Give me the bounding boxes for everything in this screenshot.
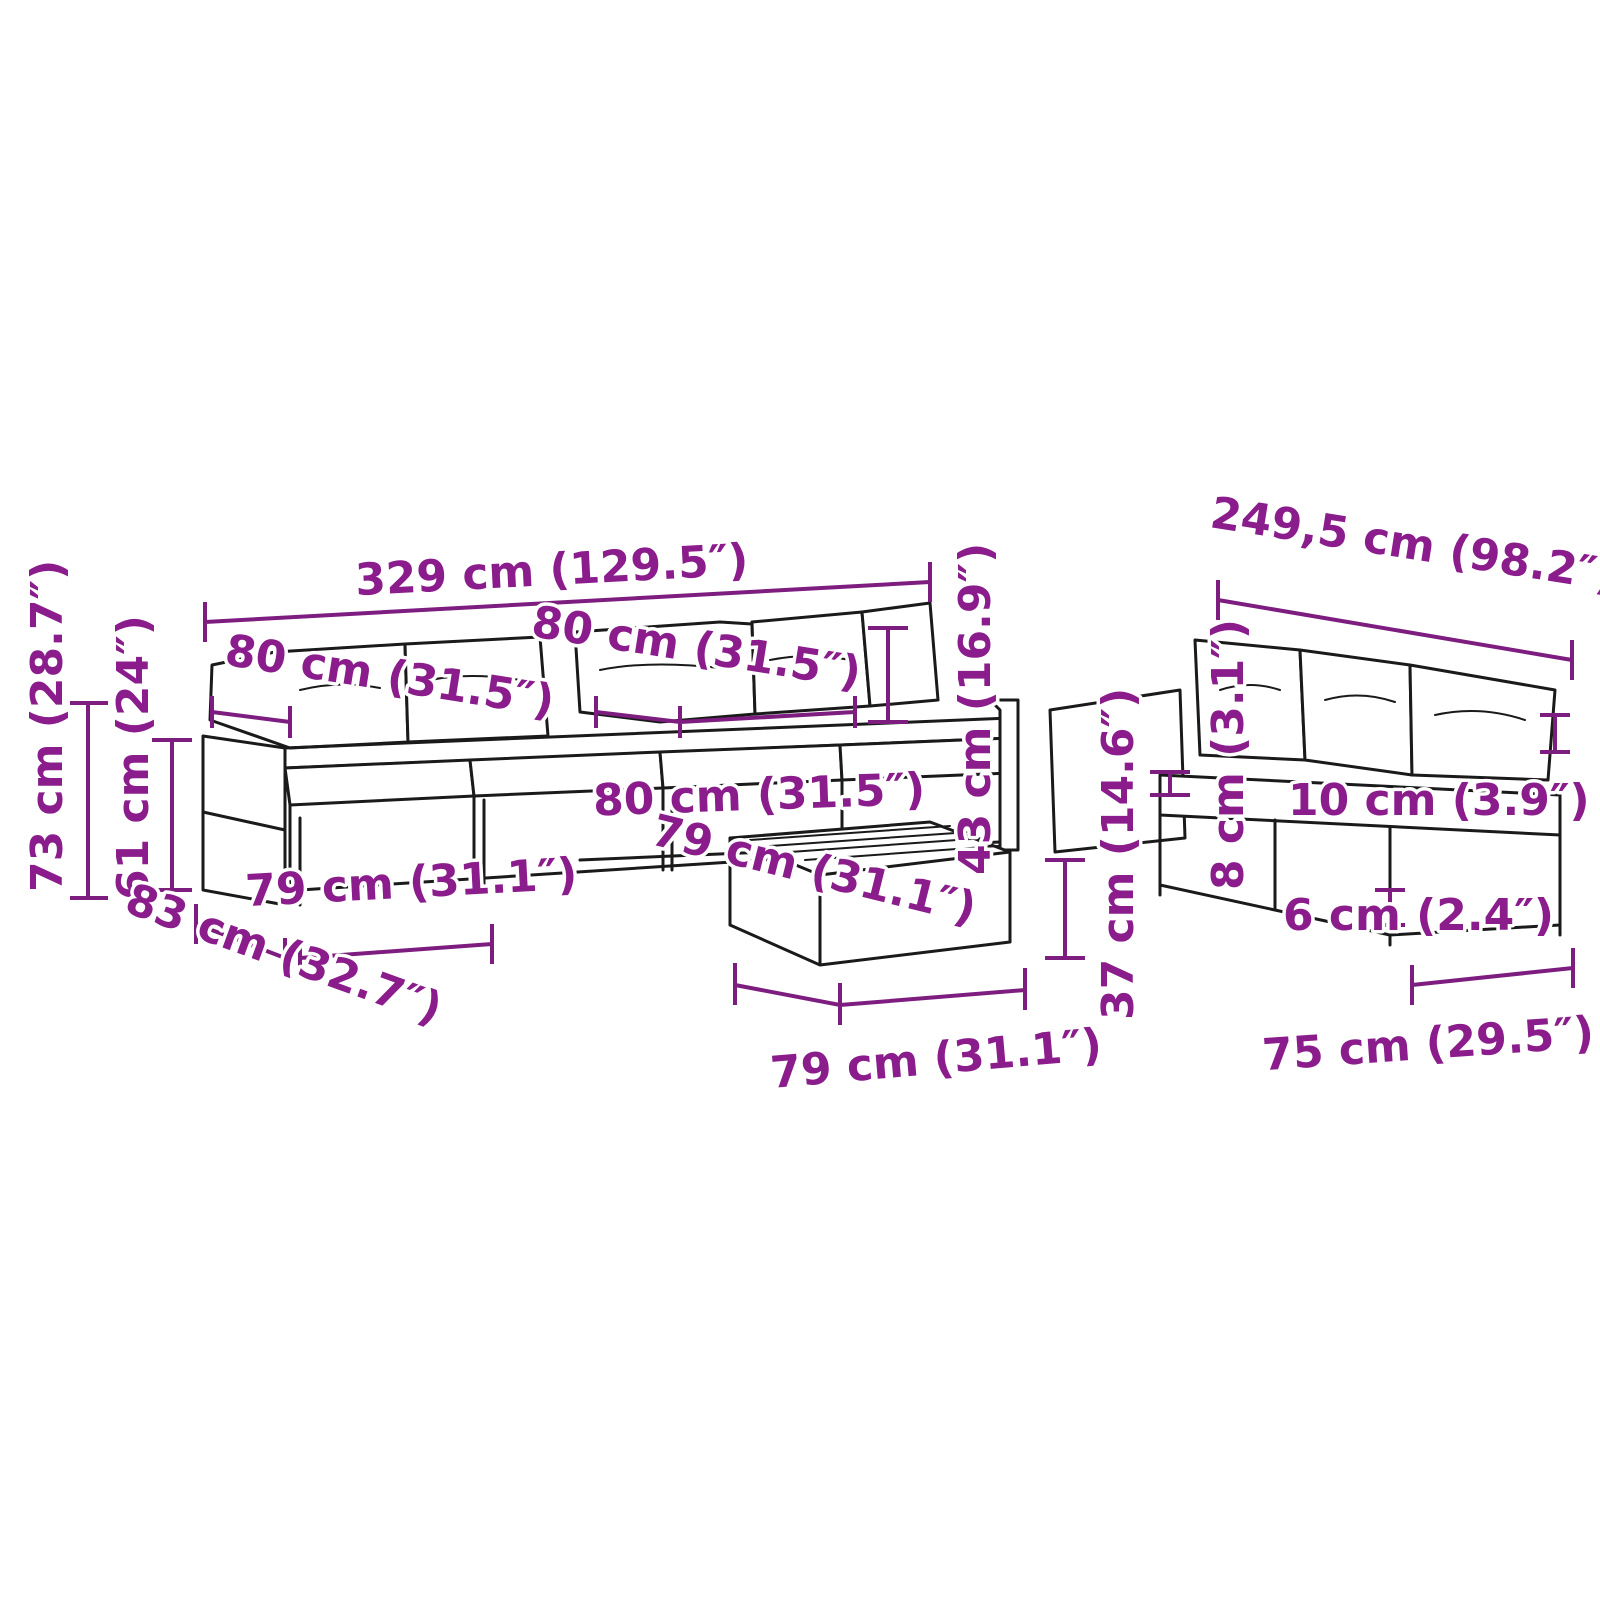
seat-width-front-label: 80 cm (31.5″) [592, 764, 926, 827]
seat-height-label: 37 cm (14.6″) [1093, 688, 1144, 1020]
back-cushion-height-label: 43 cm (16.9″) [950, 543, 1001, 875]
seat-cushions [283, 736, 1012, 807]
dimension-lines [70, 562, 1575, 1025]
total-height-label: 73 cm (28.7″) [22, 560, 73, 892]
armrest-width-label: 10 cm (3.9″) [1288, 775, 1590, 826]
corner-width-label: 249,5 cm (98.2″) [1207, 487, 1600, 602]
seat-depth-left-label: 79 cm (31.1″) [244, 849, 578, 917]
corner-depth-label: 75 cm (29.5″) [1261, 1007, 1596, 1081]
left-armrest [201, 734, 287, 832]
right-armrest [988, 698, 1020, 852]
cushion-thickness-label: 8 cm (3.1″) [1203, 619, 1254, 890]
corner-sofa [1048, 638, 1562, 947]
back-height-label: 61 cm (24″) [108, 615, 159, 900]
table-width-label: 79 cm (31.1″) [768, 1019, 1103, 1099]
leg-size-label: 6 cm (2.4″) [1283, 890, 1554, 941]
coffee-table [728, 820, 1012, 967]
